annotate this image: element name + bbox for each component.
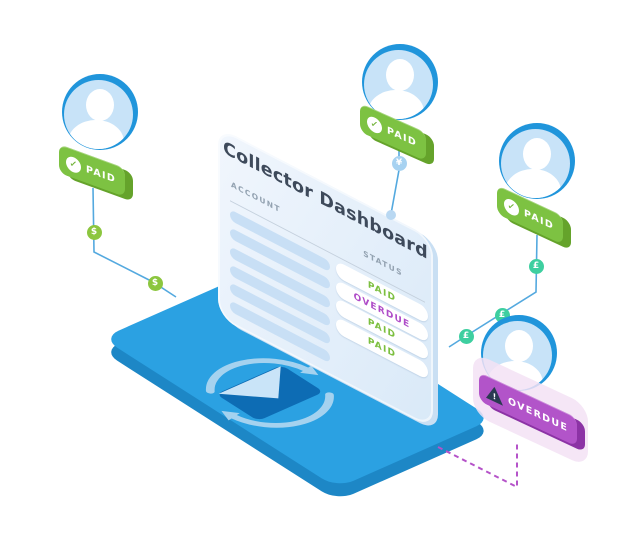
avatar-head <box>504 330 533 362</box>
avatar-face <box>363 50 433 119</box>
dollar-coin: $ <box>86 224 102 240</box>
avatar-left <box>62 74 138 150</box>
envelope-icon <box>218 366 321 420</box>
pound-symbol: £ <box>532 261 540 271</box>
sync-icon <box>205 358 334 428</box>
card-pin <box>386 210 396 220</box>
pound-coin: £ <box>528 258 544 274</box>
avatar-top <box>362 44 438 120</box>
avatar-right <box>499 123 575 199</box>
pound-symbol: £ <box>498 310 506 320</box>
avatar-head <box>522 138 551 170</box>
yen-symbol: ¥ <box>395 158 403 168</box>
pound-coin: £ <box>458 328 474 344</box>
dollar-symbol: $ <box>90 227 98 237</box>
pound-symbol: £ <box>462 331 470 341</box>
connector-left <box>92 187 177 298</box>
sync-arrows-icon <box>205 358 334 428</box>
yen-coin: ¥ <box>391 155 407 171</box>
dollar-symbol: $ <box>151 278 159 288</box>
avatar-face <box>63 80 133 149</box>
avatar-head <box>385 59 414 91</box>
laptop-base-top <box>102 268 493 489</box>
dollar-coin: $ <box>147 275 163 291</box>
avatar-head <box>85 89 114 121</box>
avatar-body <box>67 120 124 149</box>
